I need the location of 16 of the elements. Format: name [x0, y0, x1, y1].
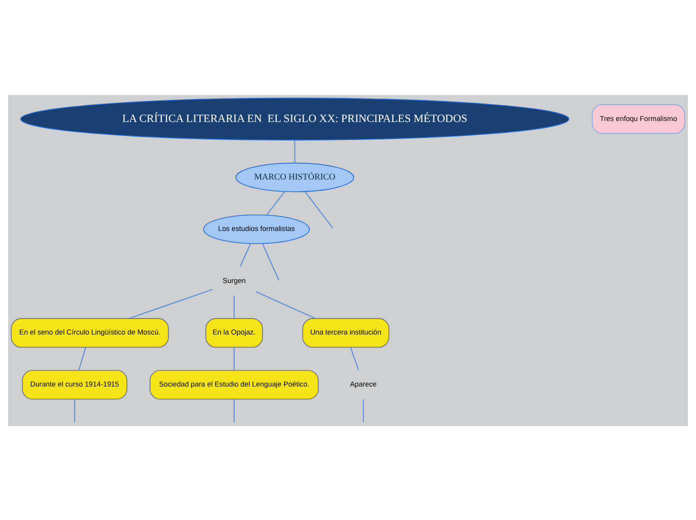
- node-ellipse: LA CRÍTICA LITERARIA EN EL SIGLO XX: PRINCIPALES MÉTODOS: [20, 97, 570, 140]
- connector: [266, 190, 285, 215]
- connector: [350, 346, 360, 370]
- connector: [234, 294, 235, 318]
- connector: [255, 290, 316, 319]
- connector: [234, 398, 235, 422]
- connector: [362, 398, 364, 422]
- connector: [240, 242, 251, 267]
- connector: [294, 139, 296, 163]
- connector: [304, 190, 334, 228]
- connector: [234, 346, 235, 370]
- connector: [78, 346, 86, 370]
- connector: [74, 398, 76, 422]
- connector: [262, 242, 280, 280]
- node-ellipse: MARCO HISTÓRICO: [235, 162, 354, 192]
- connector: [128, 288, 214, 318]
